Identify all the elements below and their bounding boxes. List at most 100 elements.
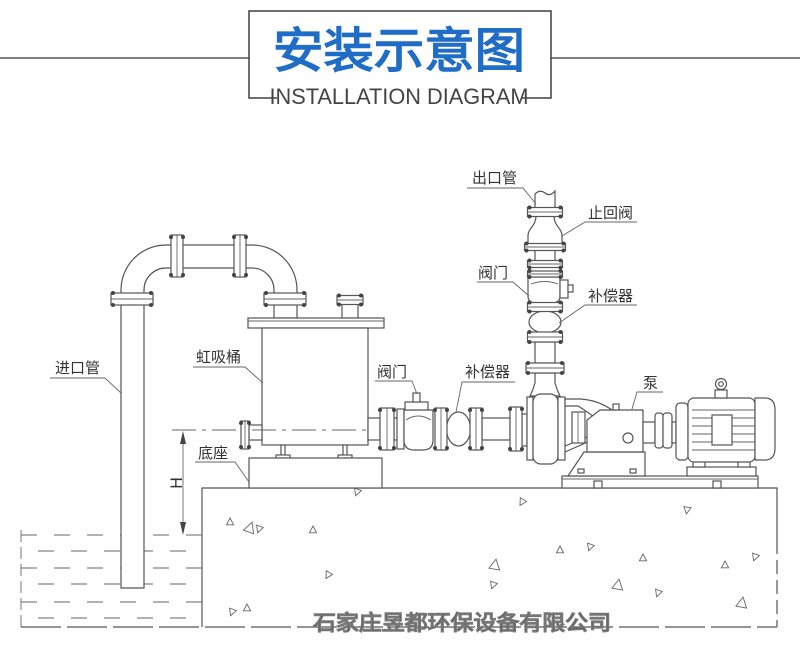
pump bbox=[526, 393, 759, 489]
flange bbox=[526, 258, 564, 270]
bolt bbox=[244, 235, 248, 239]
motor-end-bell bbox=[675, 402, 689, 461]
foundation-outline bbox=[201, 487, 778, 627]
bolt bbox=[527, 309, 532, 314]
siphon-tank bbox=[247, 299, 385, 459]
tank-left-nozzle bbox=[248, 424, 263, 441]
tank-base bbox=[248, 457, 383, 489]
bolt bbox=[526, 371, 530, 375]
discharge-compensator bbox=[528, 310, 562, 334]
pump-discharge-neck bbox=[529, 372, 561, 397]
valve-actuator bbox=[404, 401, 429, 411]
bolt bbox=[239, 445, 243, 449]
page-subtitle: INSTALLATION DIAGRAM bbox=[270, 84, 529, 109]
tank-body bbox=[261, 327, 369, 446]
pipe-segment bbox=[534, 249, 556, 262]
tank-foot bbox=[337, 444, 353, 459]
label-inlet-valve: 阀门 bbox=[377, 363, 407, 381]
suction-compensator bbox=[445, 411, 472, 447]
bolt bbox=[169, 235, 173, 239]
callout-base: 底座 bbox=[195, 444, 250, 483]
flange bbox=[336, 293, 364, 307]
discharge-valve bbox=[527, 276, 574, 304]
aggregate-triangle bbox=[720, 560, 730, 569]
bolt bbox=[302, 291, 306, 295]
arrow-up-icon bbox=[180, 431, 186, 444]
bolt bbox=[558, 258, 563, 263]
bearing-housing bbox=[586, 409, 644, 453]
bolt bbox=[524, 241, 529, 246]
aggregate-triangle bbox=[638, 553, 648, 562]
callout-inlet-compensator: 补偿器 bbox=[455, 363, 515, 413]
bolt bbox=[302, 303, 306, 307]
bolt bbox=[527, 340, 532, 344]
aggregate-triangle bbox=[752, 552, 761, 562]
bolt bbox=[558, 300, 563, 305]
sight-glass bbox=[622, 432, 634, 444]
volute-front-plate bbox=[526, 396, 534, 461]
label-base: 底座 bbox=[198, 444, 228, 462]
arrow-down-icon bbox=[180, 522, 186, 535]
bolt bbox=[433, 408, 437, 412]
bolt bbox=[558, 275, 563, 279]
shaft-seal bbox=[571, 411, 586, 444]
tank-lid bbox=[247, 317, 385, 329]
pump-suction-stub bbox=[521, 413, 528, 447]
motor-fan-cover bbox=[754, 397, 776, 461]
skid-lug bbox=[593, 480, 603, 489]
bolt bbox=[560, 371, 564, 375]
bolt bbox=[508, 447, 512, 451]
bolt bbox=[337, 293, 341, 298]
aggregate-triangle bbox=[735, 596, 748, 609]
label-outlet-valve: 阀门 bbox=[478, 264, 508, 282]
outlet-pipe-top bbox=[534, 189, 556, 209]
bolt bbox=[433, 446, 437, 450]
bolt bbox=[232, 273, 236, 277]
bolt bbox=[247, 445, 251, 449]
bolt bbox=[527, 258, 532, 263]
bolt bbox=[264, 291, 268, 295]
pump-shaft bbox=[642, 421, 656, 444]
aggregate-triangle bbox=[655, 588, 664, 598]
leader-line bbox=[375, 380, 418, 395]
aggregate-marks bbox=[225, 487, 761, 627]
bolt bbox=[181, 235, 185, 239]
bolt bbox=[520, 447, 524, 451]
pipe-segment bbox=[534, 341, 556, 364]
bolt bbox=[558, 309, 563, 314]
bolt bbox=[561, 241, 566, 246]
leader-line bbox=[477, 281, 530, 297]
subtitle-backdrop bbox=[277, 86, 521, 106]
tank-foot bbox=[275, 444, 291, 459]
discharge-line bbox=[527, 189, 574, 397]
bolt bbox=[149, 303, 153, 307]
leader-line bbox=[455, 381, 515, 413]
aggregate-triangle bbox=[555, 545, 565, 554]
bolt bbox=[337, 302, 341, 307]
bolt bbox=[520, 407, 524, 411]
company-name: 石家庄昱都环保设备有限公司 bbox=[312, 610, 611, 635]
bolt bbox=[560, 361, 564, 365]
bolt bbox=[149, 291, 153, 295]
bolt bbox=[558, 214, 563, 219]
height-dimension: H bbox=[167, 431, 186, 535]
volute-back-plate bbox=[557, 396, 566, 461]
callout-outlet-valve: 阀门 bbox=[477, 264, 530, 297]
bolt bbox=[558, 205, 563, 210]
leader-line bbox=[195, 461, 250, 483]
concrete-foundation bbox=[201, 487, 778, 627]
flange bbox=[378, 407, 396, 451]
page-title: 安装示意图 bbox=[273, 23, 525, 79]
flange bbox=[239, 420, 251, 450]
label-inlet-pipe: 进口管 bbox=[55, 359, 100, 377]
leader-line bbox=[561, 221, 637, 237]
flange bbox=[433, 407, 449, 451]
bolt bbox=[239, 421, 243, 425]
pump-volute bbox=[532, 393, 559, 465]
leader-line bbox=[467, 187, 537, 205]
oil-cap bbox=[612, 403, 620, 411]
bolt bbox=[378, 408, 382, 412]
bolt bbox=[558, 330, 563, 334]
callout-outlet-compensator: 补偿器 bbox=[558, 287, 637, 324]
bolt bbox=[468, 408, 472, 412]
